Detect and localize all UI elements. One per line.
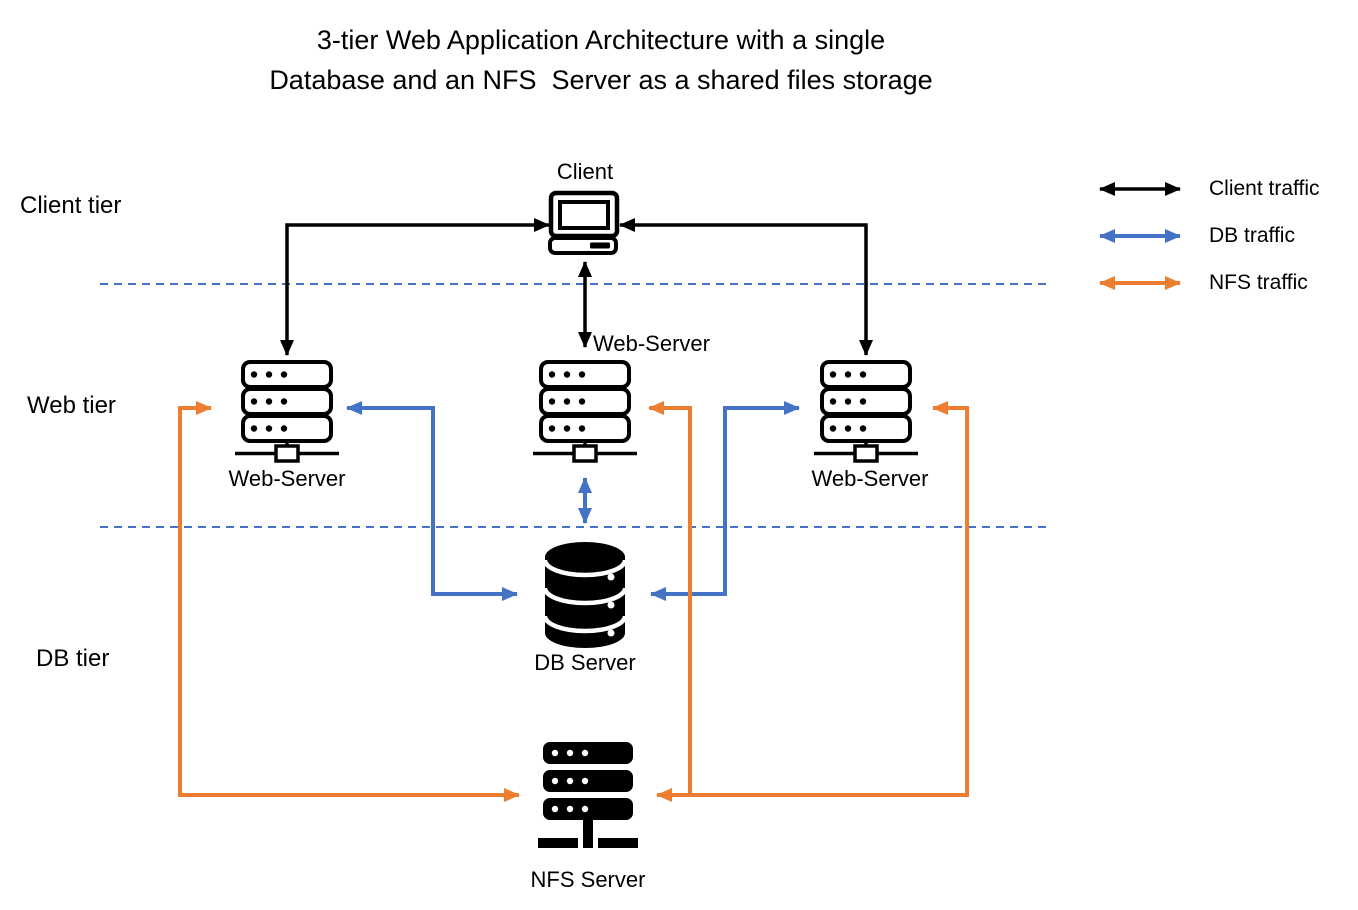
edge-web-left-db <box>346 401 518 601</box>
legend-label-client-traffic: Client traffic <box>1209 177 1320 200</box>
legend-label-db-traffic: DB traffic <box>1209 224 1295 247</box>
edge-client-web-left <box>280 218 550 356</box>
legend-item-nfs-traffic: NFS traffic <box>1085 271 1320 295</box>
tier-label-db: DB tier <box>36 645 110 672</box>
node-label-web-right: Web-Server <box>811 466 929 491</box>
node-label-db: DB Server <box>534 650 636 675</box>
node-label-nfs: NFS Server <box>530 867 646 892</box>
desktop-computer-icon <box>548 190 620 255</box>
double-arrow-orange-icon <box>1099 276 1181 290</box>
double-arrow-black-icon <box>1099 182 1181 196</box>
double-arrow-blue-icon <box>1099 229 1181 243</box>
node-label-client: Client <box>556 159 614 184</box>
server-rack-icon-web-left <box>233 360 341 463</box>
edge-client-web-right <box>619 218 873 356</box>
edge-web-right-nfs <box>656 401 969 802</box>
diagram-title-line1: 3-tier Web Application Architecture with… <box>316 25 886 55</box>
edge-web-right-db <box>650 401 800 601</box>
server-rack-icon-web-middle <box>531 360 639 463</box>
diagram-title: 3-tier Web Application Architecture with… <box>0 20 1202 100</box>
legend: Client traffic DB traffic NFS traffic <box>1085 177 1320 318</box>
node-label-web-middle: Web-Server <box>593 331 710 356</box>
server-rack-filled-icon <box>538 742 638 848</box>
edge-web-left-nfs <box>178 401 520 802</box>
tier-label-client: Client tier <box>20 192 122 219</box>
tier-label-web: Web tier <box>27 392 116 419</box>
legend-item-db-traffic: DB traffic <box>1085 224 1320 248</box>
legend-label-nfs-traffic: NFS traffic <box>1209 271 1308 294</box>
database-cylinder-icon <box>542 542 628 648</box>
server-rack-icon-web-right <box>812 360 920 463</box>
diagram-title-line2: Database and an NFS Server as a shared f… <box>269 65 933 95</box>
edge-web-middle-nfs <box>648 401 692 797</box>
node-label-web-left: Web-Server <box>228 466 346 491</box>
legend-item-client-traffic: Client traffic <box>1085 177 1320 201</box>
